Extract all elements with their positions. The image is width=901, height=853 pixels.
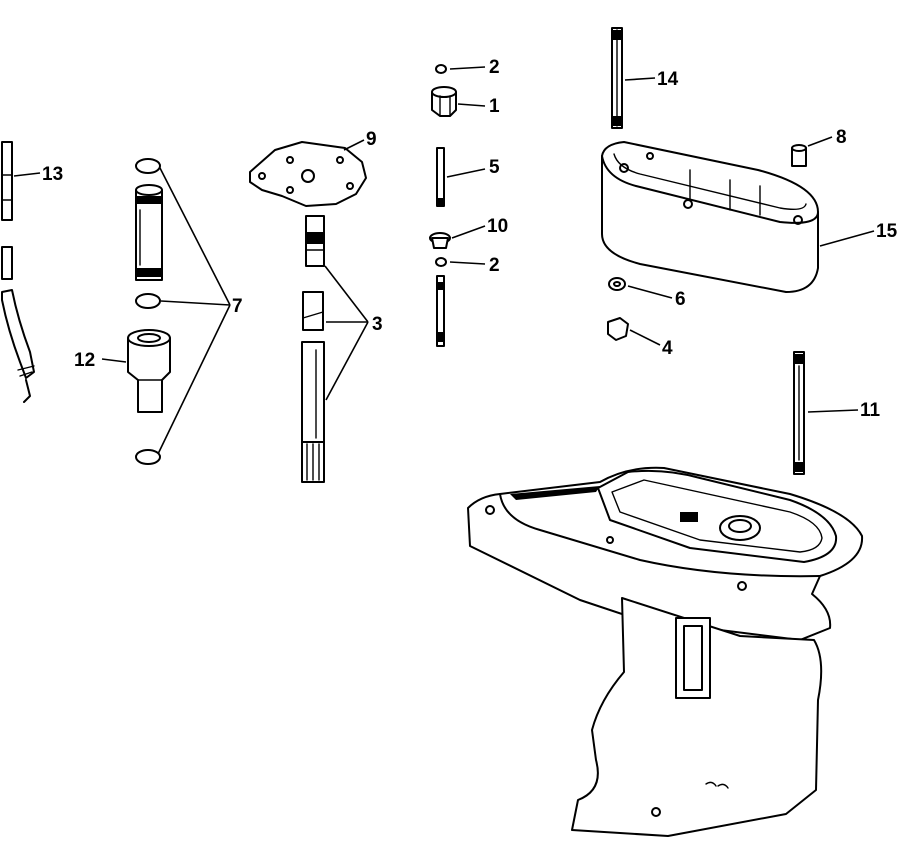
water-tube-grommet xyxy=(135,184,163,281)
callout-15: 15 xyxy=(876,221,898,242)
callout-9: 9 xyxy=(366,129,377,150)
callout-11: 11 xyxy=(860,400,881,421)
part-3-driveshaft xyxy=(301,215,325,483)
part-4-nut xyxy=(607,317,629,341)
part-15-spacer-plate xyxy=(601,141,819,293)
part-11-stud xyxy=(793,351,805,475)
callout-3: 3 xyxy=(372,314,383,335)
callout-2-upper: 2 xyxy=(489,57,500,78)
callout-5: 5 xyxy=(489,157,500,178)
callout-13: 13 xyxy=(42,164,63,185)
part-13-water-tube xyxy=(1,141,35,403)
part-7-o-rings xyxy=(135,158,161,465)
callouts: 2 1 5 10 2 14 8 15 6 4 11 9 3 7 12 13 xyxy=(42,57,898,421)
part-2-nut-upper xyxy=(435,64,447,74)
part-2-nut-lower xyxy=(435,257,447,267)
stud-lower xyxy=(436,275,445,347)
callout-6: 6 xyxy=(675,289,686,310)
callout-10: 10 xyxy=(487,216,508,237)
callout-2-lower: 2 xyxy=(489,255,500,276)
part-5-stud xyxy=(436,147,445,207)
callout-12: 12 xyxy=(74,350,95,371)
part-9-gasket xyxy=(249,141,367,207)
part-1-hex-nut xyxy=(431,86,457,117)
callout-8: 8 xyxy=(836,127,847,148)
part-14-long-stud xyxy=(611,27,623,129)
callout-4: 4 xyxy=(662,338,673,359)
gearcase-housing xyxy=(467,466,864,837)
callout-1: 1 xyxy=(489,96,500,117)
part-12-grommet xyxy=(127,329,171,413)
part-8-sleeve xyxy=(791,144,807,167)
leader-lines xyxy=(13,66,875,455)
callout-14: 14 xyxy=(657,69,679,90)
callout-7: 7 xyxy=(232,296,243,317)
part-6-nut xyxy=(608,277,626,291)
part-10-plug xyxy=(429,232,451,249)
